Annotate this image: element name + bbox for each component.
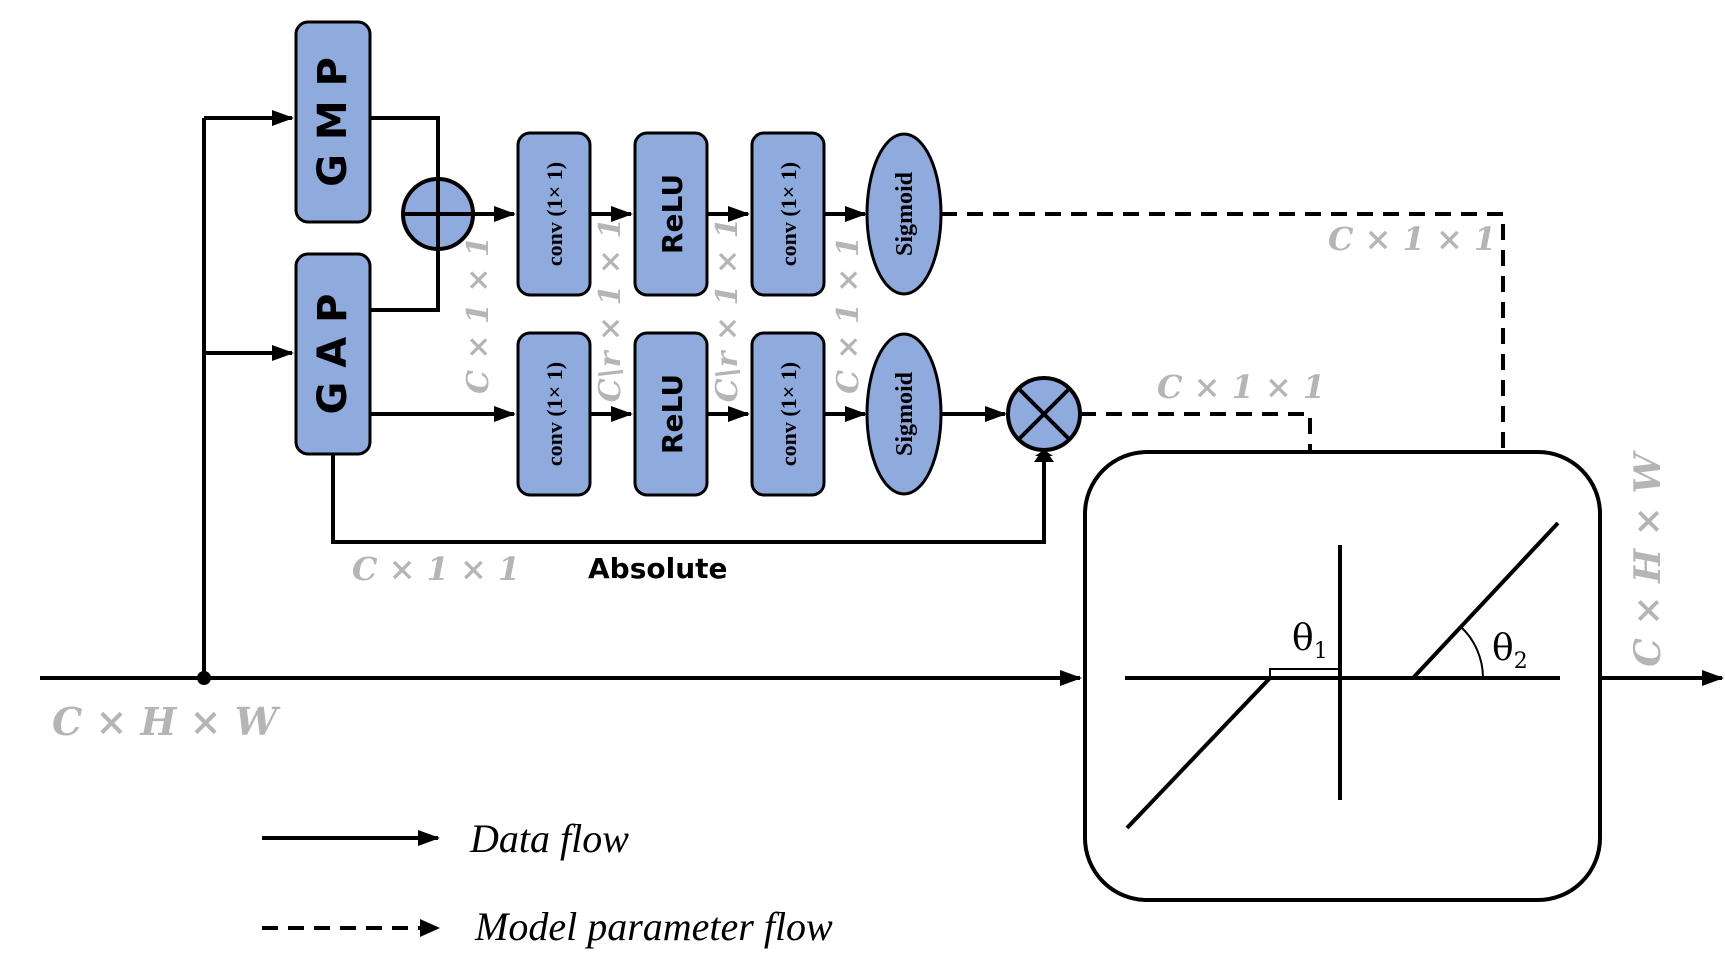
input-dim-label: C × H × W	[52, 699, 281, 744]
legend-param-flow-arrowhead	[420, 919, 440, 937]
sigmoid-top-label: Sigmoid	[892, 171, 918, 256]
legend-data-flow-label: Data flow	[469, 816, 629, 861]
absolute-label: Absolute	[588, 552, 728, 585]
threshold-neg-slope	[1125, 676, 1272, 830]
legend-param-flow-label: Model parameter flow	[474, 904, 833, 949]
sigmoid-bottom-label: Sigmoid	[892, 371, 918, 456]
gap-abs-dim-label: C × 1 × 1	[352, 550, 520, 588]
gap-to-sum	[370, 250, 440, 312]
theta1-label: θ1	[1292, 618, 1328, 664]
sum-out-dim-label: C × 1 × 1	[461, 236, 496, 394]
gap-label: G A P	[310, 294, 356, 415]
theta1-bracket	[1269, 668, 1341, 678]
reduced-dim-label-2: C\r × 1 × 1	[710, 218, 745, 402]
mult-dim-label: C × 1 × 1	[1157, 368, 1325, 406]
gmp-block	[294, 20, 372, 224]
absolute-arrowhead-tip	[1034, 448, 1054, 462]
threshold-pos-slope	[1411, 521, 1560, 680]
reduced-dim-label-1: C\r × 1 × 1	[593, 218, 628, 402]
mult-x-2	[1017, 387, 1071, 441]
absolute-path	[331, 454, 1046, 544]
conv2-out-dim-label: C × 1 × 1	[831, 236, 866, 394]
top-sigmoid-dim-label: C × 1 × 1	[1328, 220, 1496, 258]
conv2-top-label: conv (1× 1)	[776, 162, 801, 266]
theta2-param-flow	[941, 212, 1505, 612]
gmp-label: G M P	[310, 57, 356, 187]
relu-bottom-label: ReLU	[656, 374, 689, 454]
conv1-top-label: conv (1× 1)	[542, 162, 567, 266]
output-dim-label: C × H × W	[1627, 450, 1669, 667]
theta2-arc	[1460, 626, 1485, 679]
theta2-label: θ2	[1492, 628, 1528, 674]
conv2-bottom-label: conv (1× 1)	[776, 362, 801, 466]
conv1-bottom-label: conv (1× 1)	[542, 362, 567, 466]
gmp-to-sum	[370, 116, 440, 178]
relu-top-label: ReLU	[656, 174, 689, 254]
